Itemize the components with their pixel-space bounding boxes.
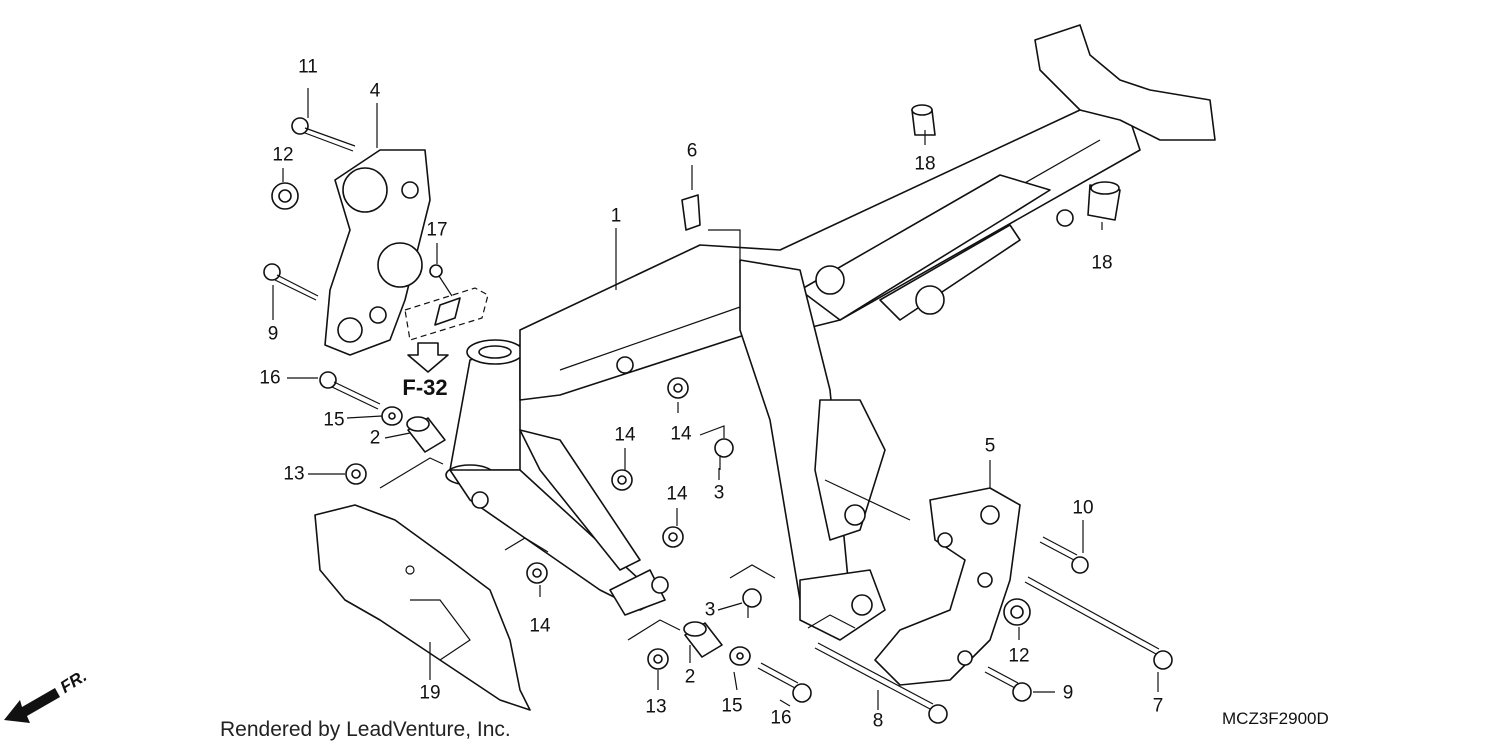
front-direction-arrow-icon (4, 688, 60, 723)
nut-12-lower[interactable] (1003, 598, 1031, 626)
reference-box (404, 287, 489, 341)
collar-18-upper[interactable] (911, 104, 936, 136)
bolt-7[interactable] (1024, 576, 1173, 670)
callout-6[interactable]: 6 (686, 140, 698, 162)
nut-14-b[interactable] (611, 469, 633, 491)
nut-13-lower[interactable] (647, 648, 669, 670)
engine-hanger-left-part[interactable] (324, 149, 431, 356)
bolt-16-lower[interactable] (757, 662, 812, 703)
callout-17[interactable]: 17 (426, 219, 448, 241)
render-credit: Rendered by LeadVenture, Inc. (220, 718, 511, 741)
callout-11[interactable]: 11 (298, 56, 318, 78)
nut-12-upper[interactable] (271, 182, 299, 210)
callout-18-lower[interactable]: 18 (1091, 252, 1113, 274)
washer-15-lower[interactable] (729, 646, 751, 666)
under-cover-part[interactable] (314, 504, 531, 711)
callout-2-lower[interactable]: 2 (684, 666, 696, 688)
callout-16-lower[interactable]: 16 (770, 707, 792, 729)
callout-13-upper[interactable]: 13 (283, 463, 305, 485)
clip-3-lower[interactable] (742, 588, 762, 618)
bolt-11[interactable] (291, 117, 356, 152)
callout-14-b[interactable]: 14 (670, 423, 692, 445)
callout-5[interactable]: 5 (984, 435, 996, 457)
callout-15-upper[interactable]: 15 (323, 409, 345, 431)
callout-4[interactable]: 4 (369, 80, 381, 102)
bolt-10[interactable] (1039, 536, 1089, 574)
nut-14-c[interactable] (662, 526, 684, 548)
callout-7[interactable]: 7 (1152, 695, 1164, 717)
callout-2-upper[interactable]: 2 (369, 427, 381, 449)
reference-arrow-icon (407, 342, 449, 373)
callout-19[interactable]: 19 (419, 682, 441, 704)
collar-2-lower[interactable] (683, 621, 723, 658)
nut-14-a[interactable] (667, 377, 689, 399)
callout-10[interactable]: 10 (1072, 497, 1094, 519)
main-frame-part[interactable] (445, 24, 1216, 641)
callout-14-d[interactable]: 14 (529, 615, 551, 637)
callout-3-lower[interactable]: 3 (704, 599, 716, 621)
clip-3-upper[interactable] (714, 438, 734, 470)
callout-15-lower[interactable]: 15 (721, 695, 743, 717)
callout-12-lower[interactable]: 12 (1008, 645, 1030, 667)
nut-14-d[interactable] (526, 562, 548, 584)
callout-14-a[interactable]: 14 (614, 424, 636, 446)
reference-label-f32[interactable]: F-32 (402, 375, 448, 400)
diagram-code: MCZ3F2900D (1222, 709, 1329, 728)
callout-13-lower[interactable]: 13 (645, 696, 667, 718)
callout-1[interactable]: 1 (610, 205, 622, 227)
collar-18-lower[interactable] (1087, 181, 1121, 221)
nut-13-upper[interactable] (345, 463, 367, 485)
bolt-9-lower[interactable] (984, 666, 1032, 702)
callout-14-c[interactable]: 14 (666, 483, 688, 505)
bolt-17[interactable] (429, 264, 453, 297)
leader-lines (272, 88, 1159, 710)
callout-9-upper[interactable]: 9 (267, 323, 279, 345)
washer-15-upper[interactable] (381, 406, 403, 426)
collar-2-upper[interactable] (406, 416, 446, 453)
callout-16-upper[interactable]: 16 (259, 367, 281, 389)
callout-3-upper[interactable]: 3 (713, 482, 725, 504)
cap-6[interactable] (681, 194, 701, 231)
engine-hanger-right-part[interactable] (874, 487, 1021, 686)
callout-8[interactable]: 8 (872, 710, 884, 732)
bolt-16-upper[interactable] (319, 371, 381, 410)
callout-12-upper[interactable]: 12 (272, 144, 294, 166)
callout-18-upper[interactable]: 18 (914, 153, 936, 175)
callout-9-lower[interactable]: 9 (1062, 682, 1074, 704)
bolt-9-upper[interactable] (263, 263, 319, 301)
bolt-8[interactable] (814, 642, 948, 724)
